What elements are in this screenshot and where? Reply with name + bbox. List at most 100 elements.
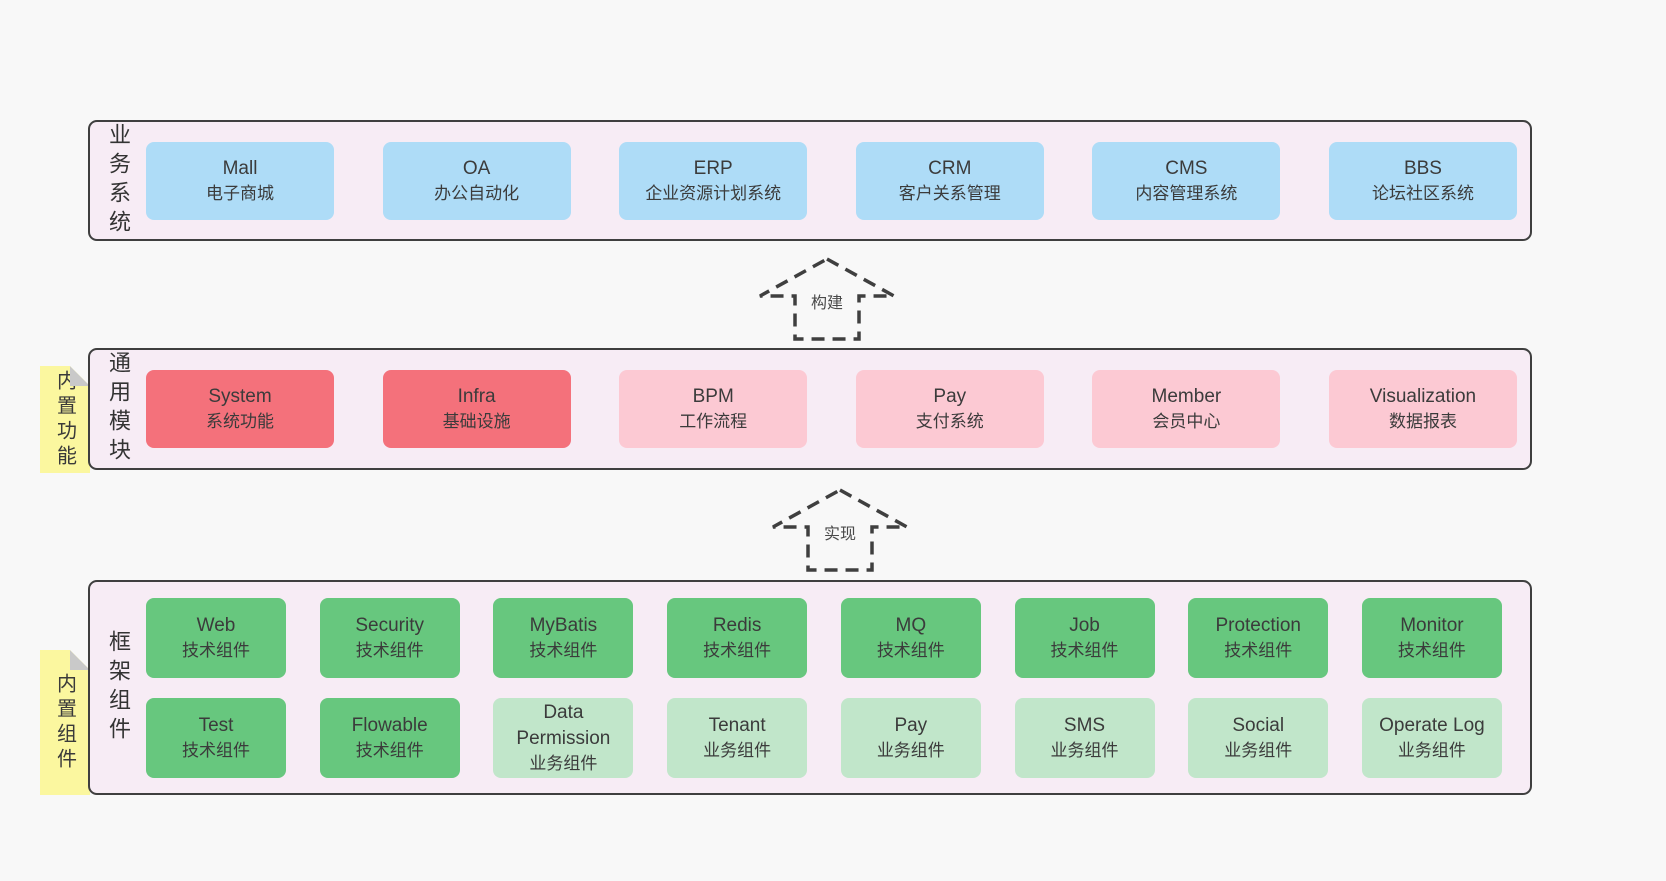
module-name: Monitor bbox=[1400, 614, 1464, 636]
module-name: MyBatis bbox=[529, 614, 598, 636]
module-name: Job bbox=[1069, 614, 1100, 636]
module-desc: 技术组件 bbox=[876, 640, 945, 660]
module-box-cms: CMS 内容管理系统 bbox=[1092, 141, 1281, 220]
module-name: BBS bbox=[1403, 157, 1442, 179]
module-box-sms: SMS 业务组件 bbox=[1014, 697, 1155, 778]
module-name: Redis bbox=[712, 614, 762, 636]
module-name: Flowable bbox=[351, 714, 428, 736]
arrow-label: 构建 bbox=[807, 288, 847, 314]
module-box-erp: ERP 企业资源计划系统 bbox=[619, 141, 808, 220]
module-box-redis: Redis 技术组件 bbox=[667, 597, 808, 678]
module-desc: 业务组件 bbox=[1397, 740, 1466, 760]
band-label: 通用模块 bbox=[106, 351, 131, 467]
module-box-data-permission: Data Permission 业务组件 bbox=[493, 697, 634, 778]
module-desc: 技术组件 bbox=[355, 640, 424, 660]
arrow-implement: 实现 bbox=[770, 487, 910, 573]
module-desc: 技术组件 bbox=[355, 740, 424, 760]
module-name: Tenant bbox=[708, 714, 766, 736]
module-box-mall: Mall 电子商城 bbox=[146, 141, 334, 220]
arrow-build: 构建 bbox=[757, 256, 897, 342]
band-label: 业务系统 bbox=[106, 122, 131, 239]
module-name: ERP bbox=[693, 157, 733, 179]
module-name: Pay bbox=[894, 714, 928, 736]
band-label: 框架组件 bbox=[106, 629, 131, 746]
module-name: Security bbox=[355, 614, 425, 636]
arrow-label: 实现 bbox=[820, 519, 860, 545]
module-box-pay: Pay 支付系统 bbox=[855, 370, 1044, 448]
module-name: Test bbox=[198, 714, 234, 736]
module-desc: 办公自动化 bbox=[434, 183, 520, 203]
module-name: Protection bbox=[1215, 614, 1301, 636]
module-name: Social bbox=[1232, 714, 1285, 736]
module-desc: 业务组件 bbox=[1050, 740, 1119, 760]
module-name: Web bbox=[196, 614, 236, 636]
module-name: OA bbox=[462, 157, 491, 179]
module-desc: 会员中心 bbox=[1152, 412, 1221, 432]
module-desc: 系统功能 bbox=[206, 412, 274, 432]
module-box-bpm: BPM 工作流程 bbox=[619, 370, 808, 448]
module-name: Mall bbox=[222, 157, 258, 179]
module-desc: 工作流程 bbox=[679, 412, 748, 432]
note-label: 内置组件 bbox=[53, 672, 76, 773]
module-box-security: Security 技术组件 bbox=[319, 597, 460, 678]
note-fold-icon bbox=[70, 650, 90, 670]
module-name: CMS bbox=[1165, 157, 1208, 179]
module-box-job: Job 技术组件 bbox=[1014, 597, 1155, 678]
module-box-web: Web 技术组件 bbox=[146, 597, 286, 678]
module-desc: 技术组件 bbox=[182, 740, 250, 760]
module-desc: 技术组件 bbox=[529, 640, 598, 660]
module-desc: 技术组件 bbox=[1050, 640, 1119, 660]
module-desc: 内容管理系统 bbox=[1135, 183, 1238, 203]
module-name: Visualization bbox=[1369, 386, 1477, 408]
module-box-visualization: Visualization 数据报表 bbox=[1328, 370, 1517, 448]
module-desc: 基础设施 bbox=[442, 412, 511, 432]
module-desc: 支付系统 bbox=[915, 412, 984, 432]
module-box-monitor: Monitor 技术组件 bbox=[1361, 597, 1502, 678]
module-name: Member bbox=[1151, 386, 1222, 408]
module-name: Operate Log bbox=[1379, 714, 1485, 736]
module-desc: 业务组件 bbox=[529, 754, 598, 773]
module-box-flowable: Flowable 技术组件 bbox=[319, 697, 460, 778]
sticky-note-builtin-components: 内置组件 bbox=[40, 650, 90, 795]
module-box-member: Member 会员中心 bbox=[1092, 370, 1281, 448]
module-desc: 业务组件 bbox=[703, 740, 772, 760]
module-box-mq: MQ 技术组件 bbox=[840, 597, 981, 678]
note-label: 内置功能 bbox=[53, 369, 76, 470]
module-desc: 电子商城 bbox=[206, 183, 274, 203]
module-box-pay: Pay 业务组件 bbox=[840, 697, 981, 778]
module-desc: 技术组件 bbox=[1397, 640, 1466, 660]
module-name: BPM bbox=[692, 386, 734, 408]
module-name: Data Permission bbox=[516, 701, 611, 749]
note-fold-icon bbox=[70, 366, 90, 386]
sticky-note-builtin-features: 内置功能 bbox=[40, 366, 90, 473]
module-desc: 技术组件 bbox=[182, 640, 250, 660]
module-desc: 技术组件 bbox=[703, 640, 772, 660]
module-desc: 企业资源计划系统 bbox=[645, 183, 782, 203]
module-name: MQ bbox=[895, 614, 927, 636]
module-name: SMS bbox=[1063, 714, 1106, 736]
module-desc: 客户关系管理 bbox=[898, 183, 1001, 203]
module-box-tenant: Tenant 业务组件 bbox=[667, 697, 808, 778]
module-name: Pay bbox=[933, 386, 967, 408]
module-box-oa: OA 办公自动化 bbox=[382, 141, 571, 220]
module-box-operate-log: Operate Log 业务组件 bbox=[1361, 697, 1502, 778]
module-desc: 业务组件 bbox=[876, 740, 945, 760]
module-box-test: Test 技术组件 bbox=[146, 697, 286, 778]
module-desc: 数据报表 bbox=[1388, 412, 1457, 432]
module-box-mybatis: MyBatis 技术组件 bbox=[493, 597, 634, 678]
